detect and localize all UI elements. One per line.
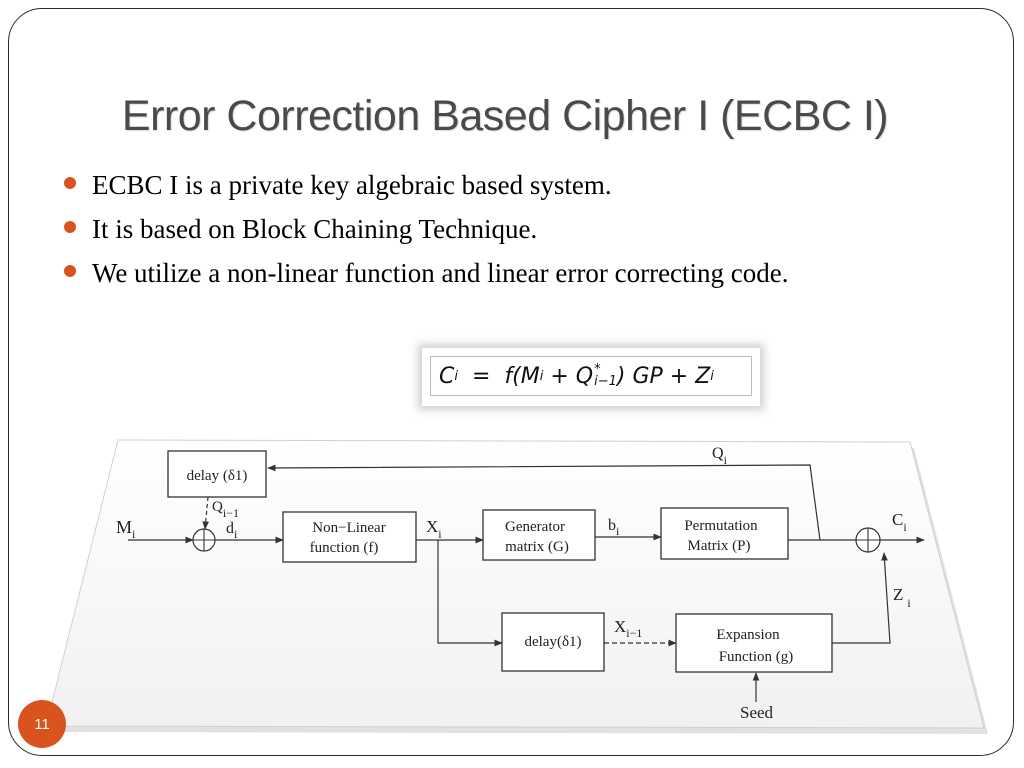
signal-m: Mi xyxy=(116,517,136,541)
bullet-dot-icon xyxy=(64,265,76,277)
xor-left-node xyxy=(192,528,216,552)
formula-z-sub: i xyxy=(710,368,714,384)
signal-b: bi xyxy=(608,517,620,538)
formula-q-scripts: * i−1 xyxy=(594,362,617,389)
bullet-text: We utilize a non-linear function and lin… xyxy=(92,258,789,288)
generator-label-1: Generator xyxy=(505,519,565,535)
signal-seed: Seed xyxy=(740,703,774,722)
delay-bottom-block xyxy=(501,612,605,672)
bullet-dot-icon xyxy=(64,177,76,189)
formula-q-sub: i−1 xyxy=(594,374,617,389)
signal-d: di xyxy=(226,520,238,541)
formula-lhs: C xyxy=(439,363,455,389)
bullet-text: ECBC I is a private key algebraic based … xyxy=(92,170,612,200)
nonlinear-label-1: Non−Linear xyxy=(312,520,385,536)
formula-equals: = xyxy=(472,363,491,389)
signal-q: Qi xyxy=(712,445,728,467)
delay-top-label: delay (δ1) xyxy=(187,468,248,484)
expansion-label-2: Function (g) xyxy=(719,649,794,665)
expansion-label-1: Expansion xyxy=(716,627,780,643)
formula-close: ) GP + Z xyxy=(616,363,711,389)
slide-title: Error Correction Based Cipher I (ECBC I) xyxy=(121,92,889,140)
permutation-label-2: Matrix (P) xyxy=(688,538,751,554)
bullet-list: ECBC I is a private key algebraic based … xyxy=(62,163,789,295)
page-number-badge: 11 xyxy=(18,700,66,748)
delay-bottom-label: delay(δ1) xyxy=(524,634,581,650)
xor-right-node xyxy=(855,527,881,553)
formula-q-sup: * xyxy=(594,362,601,377)
signal-c: Ci xyxy=(892,510,907,534)
bullet-item: We utilize a non-linear function and lin… xyxy=(62,251,789,295)
nonlinear-block xyxy=(282,511,417,563)
bullet-item: It is based on Block Chaining Technique. xyxy=(62,207,789,251)
signal-q-prev: Qi−1 xyxy=(212,499,239,520)
formula-lhs-sub: i xyxy=(454,368,458,384)
formula-plus-q: + Q xyxy=(543,363,594,389)
signal-x: Xi xyxy=(426,517,442,541)
bullet-text: It is based on Block Chaining Technique. xyxy=(92,214,538,244)
generator-block xyxy=(482,509,596,561)
generator-label-2: matrix (G) xyxy=(505,539,569,555)
delay-top-block xyxy=(167,450,267,498)
bullet-item: ECBC I is a private key algebraic based … xyxy=(62,163,789,207)
diagram-connectors xyxy=(128,464,925,702)
permutation-label-1: Permutation xyxy=(684,518,758,534)
formula-f-open: f(M xyxy=(504,363,540,389)
signal-x-prev: Xi−1 xyxy=(614,617,642,640)
formula-m-sub: i xyxy=(539,368,544,384)
nonlinear-label-2: function (f) xyxy=(310,540,379,556)
permutation-block xyxy=(660,507,789,560)
bullet-dot-icon xyxy=(64,221,76,233)
